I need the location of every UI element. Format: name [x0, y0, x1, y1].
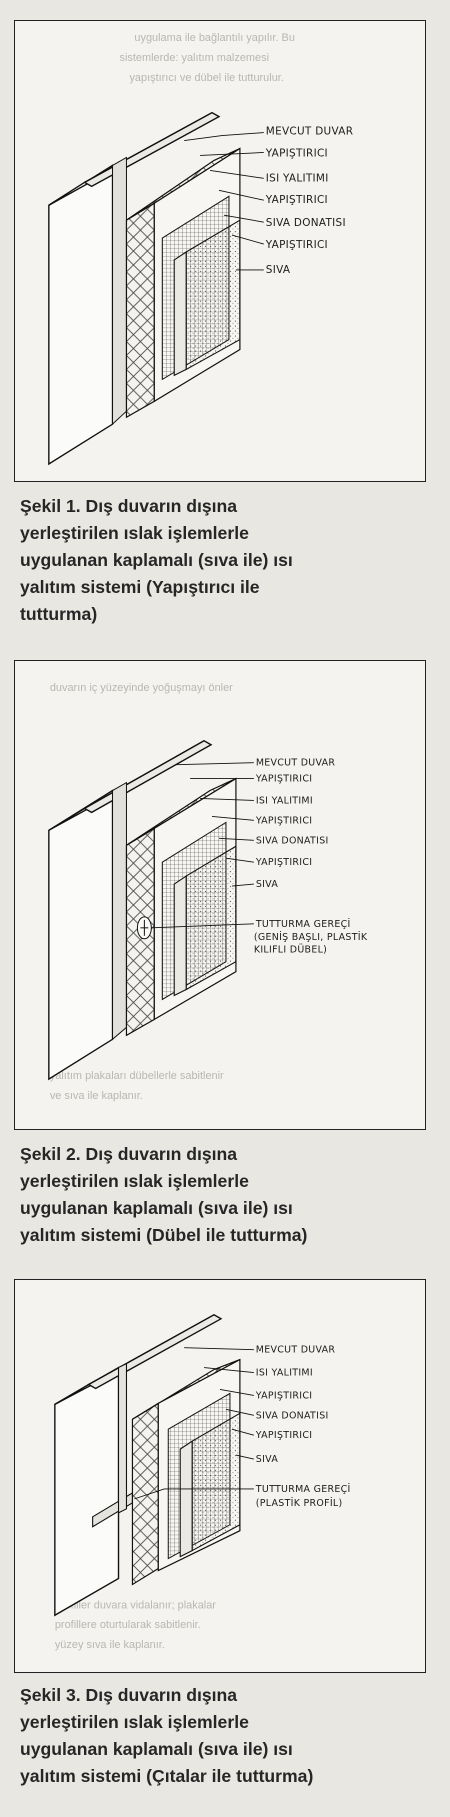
svg-text:sistemlerde: yalıtım malzemesi: sistemlerde: yalıtım malzemesi: [119, 52, 269, 64]
figure-3-fastener-note: (PLASTİK PROFİL): [256, 1498, 343, 1509]
figure-2-label-adhesive: YAPIŞTIRICI: [255, 774, 313, 785]
leader-lines: [151, 762, 254, 929]
svg-text:duvarın iç yüzeyinde yoğuşmayı: duvarın iç yüzeyinde yoğuşmayı önler: [50, 682, 233, 694]
figure-1-panel: uygulama ile bağlantılı yapılır. Bu sist…: [14, 20, 426, 482]
bleed-through-text: profiller duvara vidalanır; plakalar pro…: [55, 1599, 216, 1651]
figure-3-label-adhesive: YAPIŞTIRICI: [255, 1390, 312, 1401]
figure-3-drawing: profiller duvara vidalanır; plakalar pro…: [54, 1314, 351, 1651]
figure-3-label-mesh: SIVA DONATISI: [256, 1410, 329, 1421]
figure-2-label-fastener: TUTTURMA GEREÇİ: [255, 919, 351, 930]
figure-2-label-mesh: SIVA DONATISI: [256, 835, 329, 846]
figure-2-fastener-note-wrap: (GENİŞ BAŞLI, PLASTİK KILIFLI DÜBEL): [253, 931, 368, 956]
bleed-through-text: duvarın iç yüzeyinde yoğuşmayı önler yal…: [50, 682, 233, 1102]
figure-1-label-adhesive-3: YAPIŞTIRICI: [265, 239, 328, 251]
figure-1-drawing: uygulama ile bağlantılı yapılır. Bu sist…: [48, 32, 354, 466]
figure-2-panel: duvarın iç yüzeyinde yoğuşmayı önler yal…: [14, 660, 426, 1130]
plaster-layer: [173, 219, 241, 377]
leader-lines: [134, 1347, 254, 1500]
dowel-fastener-icon: [136, 916, 152, 940]
figure-1-label-insulation: ISI YALITIMI: [266, 172, 329, 184]
bleed-through-text: uygulama ile bağlantılı yapılır. Bu sist…: [119, 32, 294, 84]
adhesive-layer: [112, 781, 127, 1041]
figure-2-label-adhesive-3: YAPIŞTIRICI: [255, 857, 313, 868]
figure-1-label-adhesive: YAPIŞTIRICI: [265, 147, 328, 159]
existing-wall: [54, 1314, 223, 1617]
svg-text:yapıştırıcı ve dübel ile tuttu: yapıştırıcı ve dübel ile tutturulur.: [129, 72, 283, 84]
figure-3-label-fastener: TUTTURMA GEREÇİ: [255, 1484, 351, 1495]
figure-3-panel: profiller duvara vidalanır; plakalar pro…: [14, 1279, 426, 1673]
svg-text:yalıtım plakaları dübellerle s: yalıtım plakaları dübellerle sabitlenir: [50, 1070, 224, 1082]
plaster-layer: [173, 845, 237, 997]
svg-text:ve sıva ile kaplanır.: ve sıva ile kaplanır.: [50, 1090, 143, 1102]
plastic-profile-rail: [92, 1362, 133, 1528]
figure-3-label-plaster: SIVA: [256, 1454, 279, 1465]
svg-text:yüzey sıva ile kaplanır.: yüzey sıva ile kaplanır.: [55, 1639, 165, 1651]
svg-text:uygulama ile bağlantılı yapılı: uygulama ile bağlantılı yapılır. Bu: [134, 32, 295, 44]
svg-text:profillere oturtularak sabitle: profillere oturtularak sabitlenir.: [55, 1619, 201, 1631]
figure-1-label-mesh: SIVA DONATISI: [266, 217, 346, 229]
figure-2-label-insulation: ISI YALITIMI: [256, 795, 313, 806]
leader-lines: [184, 132, 264, 271]
figure-1-label-adhesive-2: YAPIŞTIRICI: [265, 194, 328, 206]
plaster-layer: [179, 1412, 241, 1558]
figure-3-label-adhesive-2: YAPIŞTIRICI: [255, 1430, 312, 1441]
figure-2-label-adhesive-2: YAPIŞTIRICI: [255, 815, 313, 826]
figure-2-label-plaster: SIVA: [256, 879, 279, 890]
figure-3-label-existing-wall: MEVCUT DUVAR: [256, 1345, 336, 1356]
figure-3-label-insulation: ISI YALITIMI: [256, 1368, 313, 1379]
figure-1-caption: Şekil 1. Dış duvarın dışına yerleştirile…: [20, 496, 293, 624]
figure-2-caption: Şekil 2. Dış duvarın dışına yerleştirile…: [20, 1144, 308, 1245]
adhesive-layer: [112, 156, 127, 426]
figure-1-label-existing-wall: MEVCUT DUVAR: [266, 126, 354, 138]
figure-2-fastener-note: (GENİŞ BAŞLI, PLASTİK KILIFLI DÜBEL): [253, 931, 368, 956]
figure-2-drawing: duvarın iç yüzeyinde yoğuşmayı önler yal…: [48, 682, 368, 1102]
figure-2-label-existing-wall: MEVCUT DUVAR: [256, 758, 336, 769]
figure-1-label-plaster: SIVA: [266, 264, 291, 276]
figure-3-caption: Şekil 3. Dış duvarın dışına yerleştirile…: [20, 1685, 314, 1786]
svg-text:profiller duvara vidalanır; pl: profiller duvara vidalanır; plakalar: [55, 1599, 216, 1611]
